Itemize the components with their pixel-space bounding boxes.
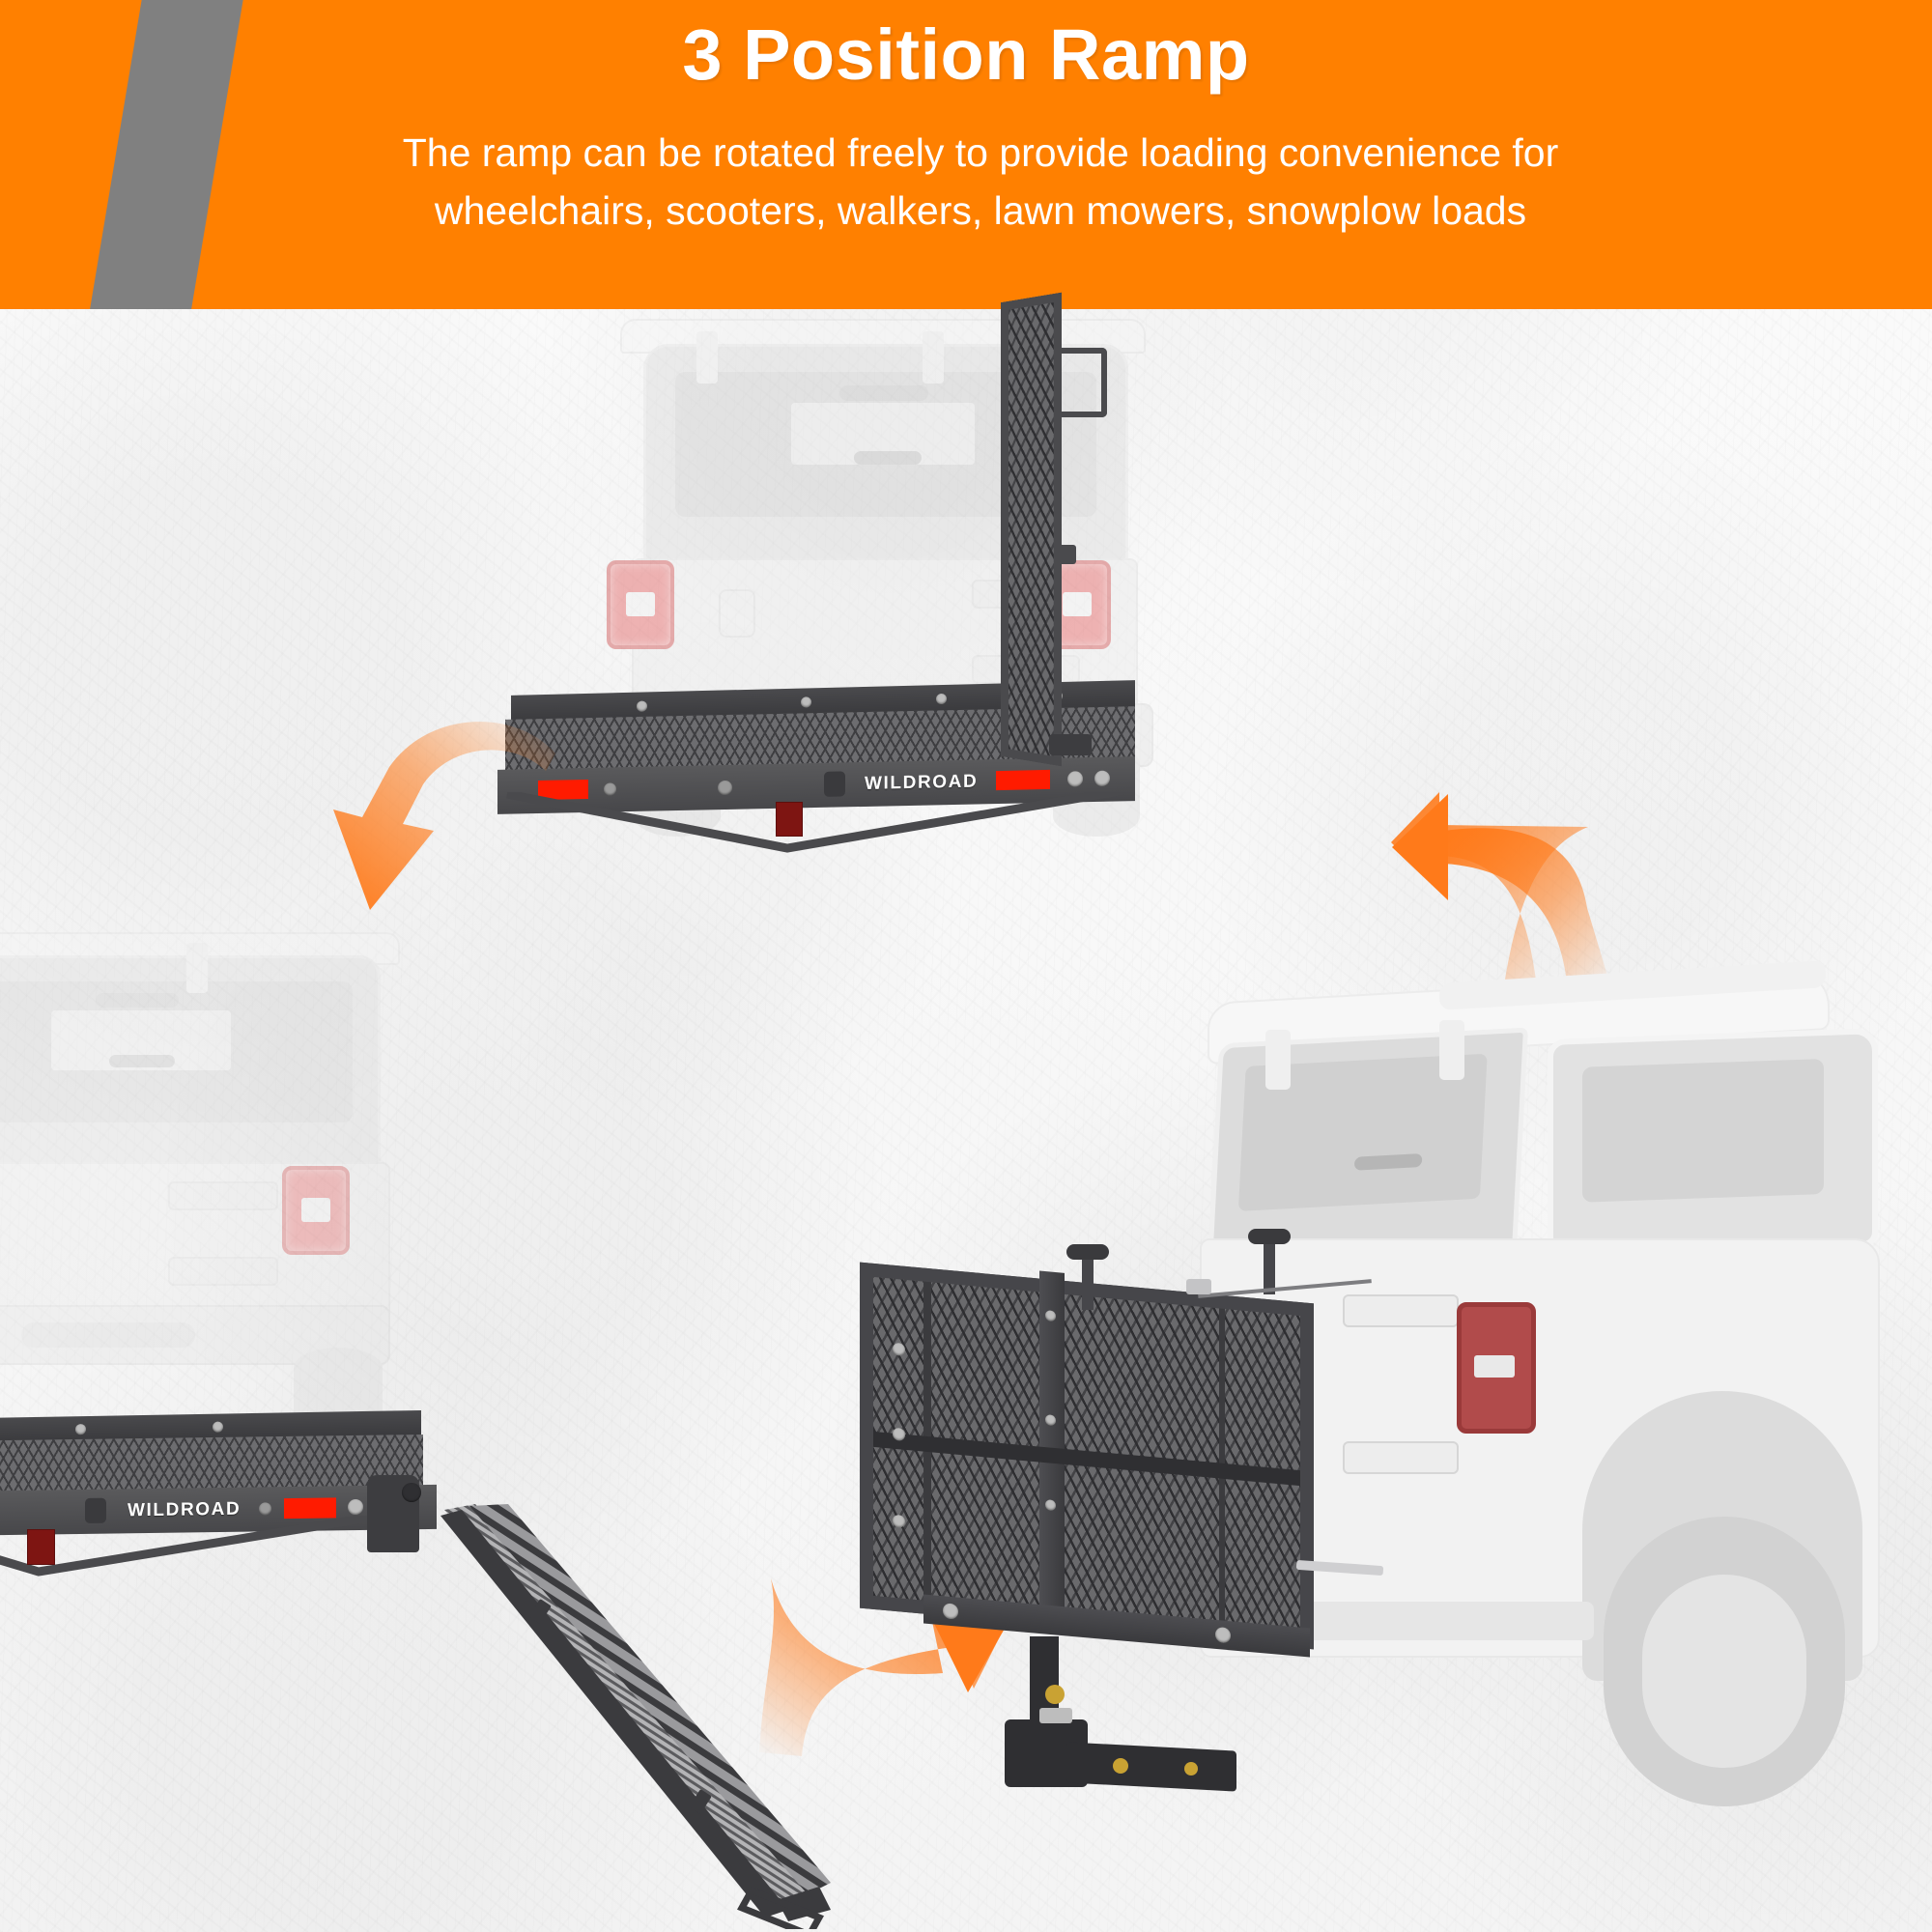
page-title: 3 Position Ramp (682, 14, 1250, 95)
cargo-carrier-folded (860, 1229, 1401, 1806)
side-window-3 (1548, 1028, 1878, 1259)
mirror-silhouette (854, 451, 922, 465)
headrest-silhouette-2 (51, 1010, 231, 1070)
scene-ramp-upright: WILDROAD (497, 292, 1410, 1034)
ramp-latch-tab (1057, 545, 1076, 564)
hitch-receiver-bar (1066, 1742, 1236, 1792)
ramp-handle (1057, 348, 1107, 417)
hitch-lock-pin (1045, 1685, 1065, 1704)
subtitle-line-1: The ramp can be rotated freely to provid… (402, 130, 1559, 175)
taillight-left (607, 560, 674, 649)
tiedown-post-left (1082, 1256, 1094, 1310)
vehicle-roof-2 (0, 932, 400, 965)
ramp-upright-panel (985, 292, 1107, 781)
wheel-rim-3 (1642, 1575, 1806, 1768)
subtitle-line-2: wheelchairs, scooters, walkers, lawn mow… (434, 188, 1527, 233)
rear-window-inner-2 (0, 981, 353, 1122)
header-subtitle: The ramp can be rotated freely to provid… (145, 124, 1816, 240)
hitch-pin-1 (1113, 1758, 1128, 1774)
center-reflector-2 (27, 1529, 55, 1565)
roof-hinge-right-3 (1439, 1020, 1464, 1080)
folded-panel-frame (860, 1262, 1314, 1650)
third-brake-light (839, 385, 928, 401)
taillight-right-2 (282, 1166, 350, 1255)
tiedown-knob-right (1248, 1229, 1291, 1244)
tiedown-clamp (1186, 1279, 1211, 1294)
headrest-silhouette (791, 403, 975, 465)
hinge-top-right-2 (186, 943, 208, 993)
tire-3 (1604, 1517, 1845, 1806)
ramp-pivot-hardware (1049, 734, 1092, 755)
tailgate-hinge-upper-2 (168, 1181, 278, 1210)
roof-hinge-left-3 (1265, 1030, 1291, 1090)
rear-window-2 (0, 943, 381, 1176)
scene-ramp-folded (860, 960, 1932, 1932)
scene-ramp-extended: WILDROAD (0, 932, 831, 1932)
cargo-carrier-platform: WILDROAD (497, 680, 1135, 853)
header-banner: 3 Position Ramp The ramp can be rotated … (0, 0, 1932, 309)
side-window-inner-3 (1582, 1058, 1824, 1203)
bumper-recess-2 (21, 1322, 195, 1348)
carrier-v-brace-2 (0, 1516, 407, 1577)
tiedown-strap (1198, 1279, 1372, 1298)
vehicle-jeep-rear-2 (0, 932, 444, 1440)
third-brake-light-2 (96, 993, 179, 1008)
hitch-bolt (1039, 1708, 1072, 1723)
center-reflector (776, 802, 803, 837)
hinge-top-right (923, 331, 944, 384)
tailgate-panel-2 (0, 1162, 390, 1324)
ramp-mesh-surface (1001, 292, 1063, 767)
rotation-arrow-left (1386, 763, 1676, 1005)
tailgate-hinge-lower-2 (168, 1257, 278, 1286)
mirror-silhouette-2 (109, 1055, 175, 1067)
tiedown-post-right (1264, 1240, 1275, 1294)
hitch-pin-2 (1184, 1762, 1198, 1776)
tailgate-hinge-lower-3 (1343, 1441, 1459, 1474)
tailgate-latch (719, 589, 755, 638)
rear-bumper-2 (0, 1305, 390, 1365)
rotation-arrow-down-left (314, 696, 604, 937)
tiedown-knob-left (1066, 1244, 1109, 1260)
cargo-carrier-platform-2: WILDROAD (0, 1409, 444, 1577)
hinge-top-left (696, 331, 718, 384)
taillight-3 (1457, 1302, 1536, 1434)
ramp-extended-to-ground (440, 1504, 1136, 1932)
carrier-v-brace (506, 792, 1126, 853)
